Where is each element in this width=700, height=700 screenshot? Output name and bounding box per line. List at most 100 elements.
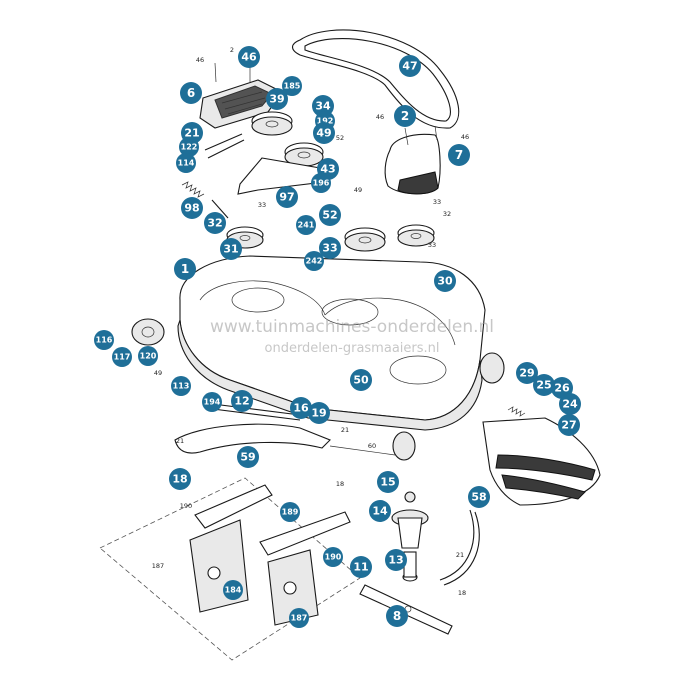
callout-16: 16 [290, 397, 312, 419]
small-label-46: 46 [461, 133, 469, 141]
small-label-60: 60 [368, 442, 376, 450]
small-label-32: 32 [443, 210, 451, 218]
svg-text:47: 47 [402, 60, 417, 73]
svg-text:27: 27 [561, 419, 576, 432]
callout-2: 2 [394, 105, 416, 127]
small-label-21: 21 [176, 437, 184, 445]
deck-wheel-right [479, 352, 505, 384]
deck-wheel-left [131, 318, 165, 346]
svg-text:120: 120 [140, 352, 157, 361]
svg-text:6: 6 [187, 86, 195, 100]
callout-196: 196 [311, 173, 331, 193]
svg-text:32: 32 [207, 217, 222, 230]
svg-text:7: 7 [455, 148, 463, 162]
callout-49: 49 [313, 122, 335, 144]
watermark-line1: www.tuinmachines-onderdelen.nl [210, 317, 494, 337]
svg-text:97: 97 [279, 191, 294, 204]
callout-241: 241 [296, 215, 316, 235]
svg-text:31: 31 [223, 243, 238, 256]
small-label-33: 33 [258, 201, 266, 209]
small-label-33: 33 [428, 241, 436, 249]
callout-194: 194 [202, 392, 222, 412]
small-label-52: 52 [336, 134, 344, 142]
callout-190: 190 [323, 547, 343, 567]
svg-text:52: 52 [322, 209, 337, 222]
svg-text:185: 185 [284, 82, 301, 91]
svg-text:33: 33 [322, 242, 337, 255]
drive-belt [291, 29, 460, 129]
callout-113: 113 [171, 376, 191, 396]
callout-187: 187 [289, 608, 309, 628]
deck-wheel-rear-left [392, 431, 416, 461]
mower-blade [359, 584, 453, 635]
callout-31: 31 [220, 238, 242, 260]
gauge-wheel-kit [99, 477, 361, 661]
callout-50: 50 [350, 369, 372, 391]
small-label-187: 187 [152, 562, 164, 570]
callout-25: 25 [533, 374, 555, 396]
callout-15: 15 [377, 471, 399, 493]
small-label-18: 18 [336, 480, 344, 488]
callout-59: 59 [237, 446, 259, 468]
svg-text:43: 43 [320, 163, 335, 176]
callout-30: 30 [434, 270, 456, 292]
svg-text:189: 189 [282, 508, 299, 517]
svg-text:187: 187 [291, 614, 308, 623]
svg-text:50: 50 [353, 374, 369, 387]
small-label-46: 46 [196, 56, 204, 64]
callout-122: 122 [179, 137, 199, 157]
callout-58: 58 [468, 486, 490, 508]
spindle-pulley-left [226, 226, 264, 249]
callout-242: 242 [304, 251, 324, 271]
small-label-33: 33 [433, 198, 441, 206]
callout-33: 33 [319, 237, 341, 259]
svg-text:184: 184 [225, 586, 242, 595]
svg-text:30: 30 [437, 275, 453, 288]
small-label-21: 21 [456, 551, 464, 559]
svg-text:242: 242 [306, 257, 323, 266]
callout-34: 34 [312, 95, 334, 117]
right-belt-cover [384, 125, 441, 195]
mower-deck-housing [177, 255, 486, 431]
svg-text:46: 46 [241, 51, 257, 64]
svg-text:8: 8 [393, 609, 401, 623]
callout-114: 114 [176, 153, 196, 173]
svg-text:25: 25 [536, 379, 551, 392]
svg-text:26: 26 [554, 382, 570, 395]
callout-117: 117 [112, 347, 132, 367]
small-label-49: 49 [154, 369, 162, 377]
svg-text:196: 196 [313, 179, 330, 188]
callout-12: 12 [231, 390, 253, 412]
svg-text:117: 117 [114, 353, 131, 362]
svg-text:11: 11 [353, 561, 368, 574]
small-label-18: 18 [458, 589, 466, 597]
svg-text:12: 12 [234, 395, 249, 408]
idler-pulley-upper [251, 111, 293, 136]
callout-189: 189 [280, 502, 300, 522]
svg-text:39: 39 [269, 93, 284, 106]
callout-185: 185 [282, 76, 302, 96]
callout-7: 7 [448, 144, 470, 166]
svg-text:49: 49 [316, 127, 331, 140]
svg-text:18: 18 [172, 473, 187, 486]
spindle-pulley-right [397, 224, 435, 247]
svg-text:34: 34 [315, 100, 331, 113]
svg-text:15: 15 [380, 476, 395, 489]
callout-24: 24 [559, 393, 581, 415]
idler-pulley-middle [284, 142, 324, 167]
svg-text:98: 98 [184, 202, 199, 215]
svg-text:24: 24 [562, 398, 578, 411]
callout-46: 46 [238, 46, 260, 68]
small-label-2: 2 [230, 46, 234, 54]
blade-spindle-assembly [391, 491, 429, 582]
callout-13: 13 [385, 549, 407, 571]
callout-6: 6 [180, 82, 202, 104]
callout-1: 1 [174, 258, 196, 280]
callout-184: 184 [223, 580, 243, 600]
callout-29: 29 [516, 362, 538, 384]
small-label-46: 46 [376, 113, 384, 121]
small-label-190: 190 [180, 502, 192, 510]
small-label-21: 21 [341, 426, 349, 434]
